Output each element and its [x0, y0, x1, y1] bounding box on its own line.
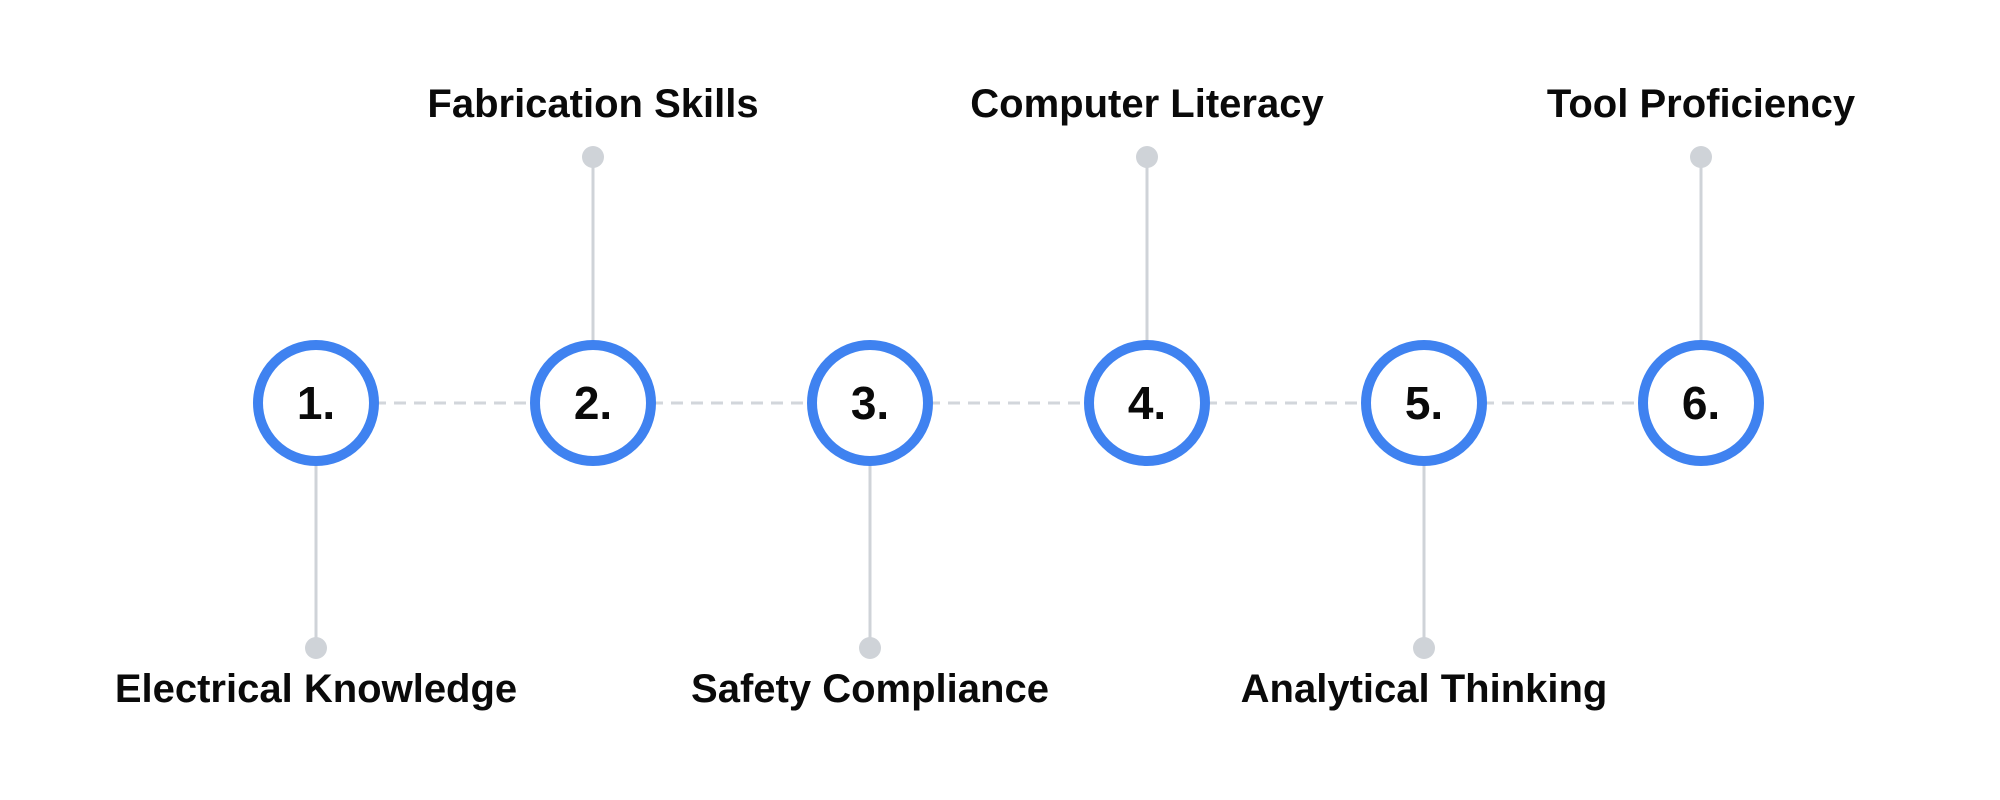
- step-label-3: Safety Compliance: [691, 667, 1049, 711]
- step-label-4: Computer Literacy: [970, 82, 1324, 126]
- step-label-1: Electrical Knowledge: [115, 667, 517, 711]
- step-node-group: 1. 2. 3. 4. 5. 6.: [253, 340, 1764, 466]
- step-number-1: 1.: [297, 377, 335, 429]
- step-label-5: Analytical Thinking: [1241, 667, 1608, 711]
- step-number-5: 5.: [1405, 377, 1443, 429]
- step-node-2: [530, 340, 656, 466]
- step-number-4: 4.: [1128, 377, 1166, 429]
- step-node-6: [1638, 340, 1764, 466]
- stem-connector-group: [305, 146, 1712, 659]
- step-node-3: [807, 340, 933, 466]
- step-label-group: Electrical Knowledge Fabrication SkillsSa…: [115, 82, 1856, 711]
- step-number-3: 3.: [851, 377, 889, 429]
- step-node-4: [1084, 340, 1210, 466]
- stem-end-dot-3: [859, 637, 881, 659]
- stem-end-dot-5: [1413, 637, 1435, 659]
- stem-end-dot-2: [582, 146, 604, 168]
- stem-end-dot-6: [1690, 146, 1712, 168]
- step-node-1: [253, 340, 379, 466]
- step-label-6: Tool Proficiency: [1547, 82, 1856, 126]
- stem-end-dot-1: [305, 637, 327, 659]
- stem-end-dot-4: [1136, 146, 1158, 168]
- step-number-2: 2.: [574, 377, 612, 429]
- step-number-6: 6.: [1682, 377, 1720, 429]
- step-node-5: [1361, 340, 1487, 466]
- step-label-2: Fabrication Skills: [427, 82, 758, 126]
